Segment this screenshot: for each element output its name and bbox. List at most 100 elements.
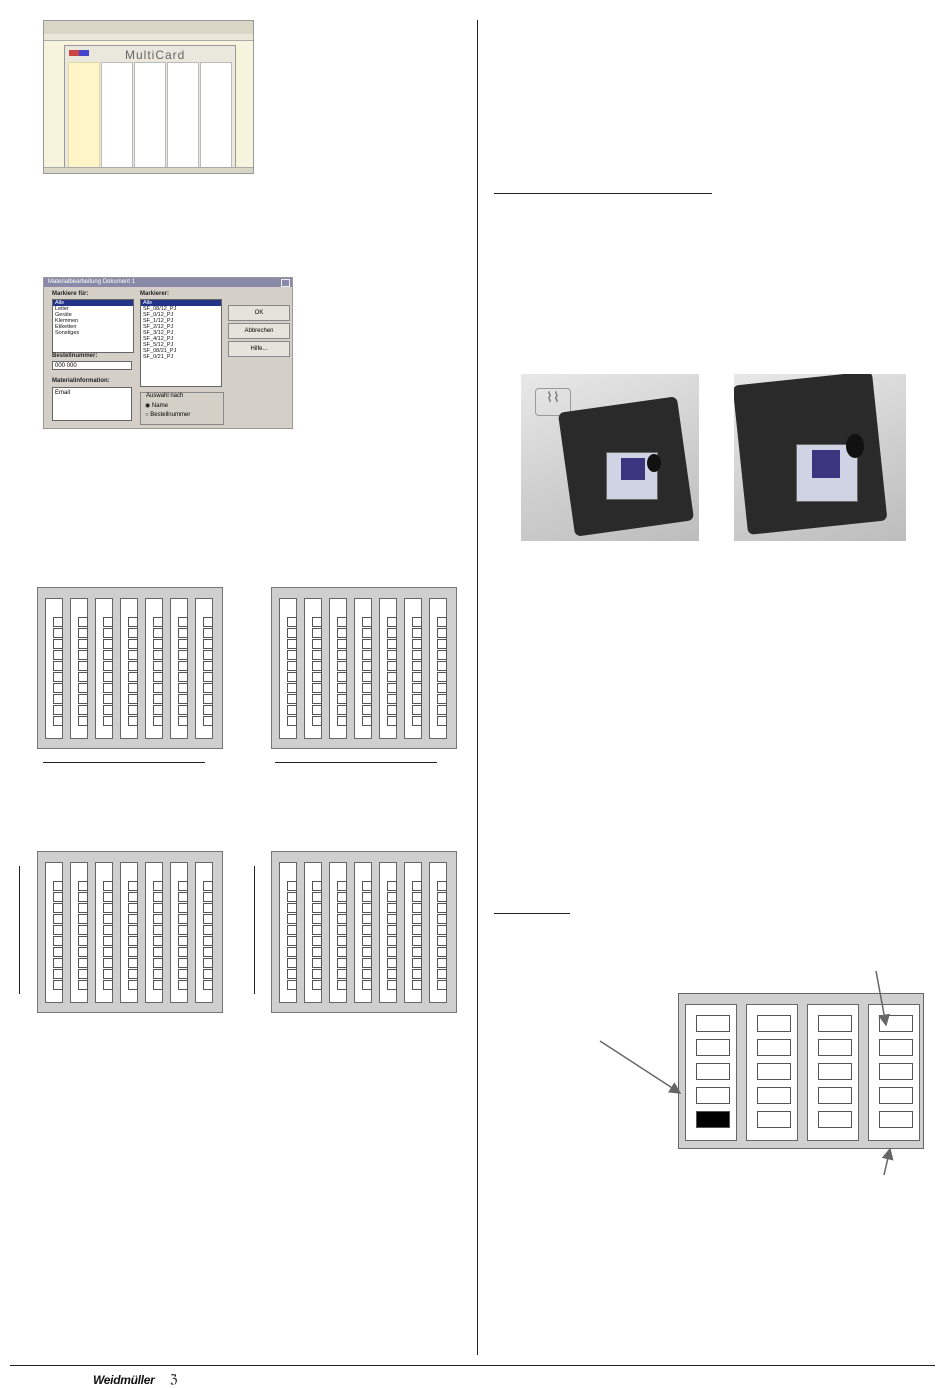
marker-cell xyxy=(387,881,397,891)
marker-cell xyxy=(757,1015,791,1032)
marker-cell xyxy=(818,1015,852,1032)
marker-cell xyxy=(53,969,63,979)
marker-cell xyxy=(437,969,447,979)
marker-cell xyxy=(387,892,397,902)
marker-cell xyxy=(287,881,297,891)
marker-cell xyxy=(337,881,347,891)
marker-cell xyxy=(153,683,163,693)
marker-cell xyxy=(128,628,138,638)
side-rule xyxy=(19,866,20,994)
marker-cell xyxy=(153,936,163,946)
marker-list-item[interactable]: SF_2/12_PJ xyxy=(143,324,174,330)
marker-cell xyxy=(103,892,113,902)
marker-cell xyxy=(128,639,138,649)
arrow-to-strip xyxy=(875,970,890,1027)
marker-strip xyxy=(868,1004,920,1141)
marker-strip xyxy=(329,862,347,1003)
card-column xyxy=(101,62,133,168)
footer-divider xyxy=(10,1365,935,1366)
marker-strip xyxy=(685,1004,737,1141)
marker-cell xyxy=(696,1063,730,1080)
marker-cell xyxy=(362,705,372,715)
marker-cell xyxy=(312,925,322,935)
marker-cell xyxy=(103,672,113,682)
category-list-item[interactable]: Etiketten xyxy=(55,324,77,330)
marker-cell xyxy=(78,705,88,715)
marker-list-item[interactable]: SF_5/12_PJ xyxy=(143,342,174,348)
markiere-label: Markiere für: xyxy=(52,291,89,297)
marker-list-item[interactable]: SF_0/21_PJ xyxy=(143,354,174,360)
category-list-item[interactable]: Geräte xyxy=(55,312,72,318)
marker-cell xyxy=(387,914,397,924)
category-list-item[interactable]: Leiter xyxy=(55,306,69,312)
marker-cell xyxy=(362,683,372,693)
marker-cell xyxy=(153,925,163,935)
marker-cell xyxy=(53,936,63,946)
marker-cell xyxy=(128,892,138,902)
marker-cell xyxy=(362,892,372,902)
marker-cell xyxy=(128,914,138,924)
column-divider xyxy=(477,20,478,1355)
marker-list-item[interactable]: SF_4/12_PJ xyxy=(143,336,174,342)
marker-cell xyxy=(178,639,188,649)
marker-card xyxy=(37,851,223,1013)
marker-cell xyxy=(412,639,422,649)
category-list-item[interactable]: Klemmen xyxy=(55,318,79,324)
marker-cell xyxy=(312,617,322,627)
close-icon[interactable] xyxy=(281,279,290,287)
marker-cell xyxy=(387,958,397,968)
marker-cell xyxy=(437,881,447,891)
marker-cell xyxy=(287,958,297,968)
marker-list-item[interactable]: SF_08/12_PJ xyxy=(143,306,177,312)
marker-list-item[interactable]: SF_08/21_PJ xyxy=(143,348,177,354)
marker-cell xyxy=(128,694,138,704)
heading-underline xyxy=(494,913,570,914)
marker-cell xyxy=(412,892,422,902)
marker-cell xyxy=(412,881,422,891)
multicard-screenshot: MultiCard xyxy=(43,20,254,174)
ok-button[interactable]: OK xyxy=(228,305,290,321)
marker-strip xyxy=(429,862,447,1003)
marker-list-item[interactable]: SF_0/12_PJ xyxy=(143,312,174,318)
marker-cell xyxy=(128,683,138,693)
marker-cell xyxy=(53,716,63,726)
marker-cell xyxy=(312,980,322,990)
category-list-item[interactable]: Sonstiges xyxy=(55,330,80,336)
marker-cell xyxy=(103,947,113,957)
marker-cell xyxy=(178,980,188,990)
marker-cell xyxy=(287,914,297,924)
marker-list-item[interactable]: SF_3/12_PJ xyxy=(143,330,174,336)
marker-cell xyxy=(412,617,422,627)
order-number-field[interactable]: 000 000 xyxy=(52,361,132,370)
help-button[interactable]: Hilfe... xyxy=(228,341,290,357)
marker-strip xyxy=(329,598,347,739)
marker-list-item[interactable]: Alle xyxy=(141,300,221,306)
marker-cell xyxy=(153,958,163,968)
marker-cell xyxy=(337,639,347,649)
marker-cell xyxy=(437,639,447,649)
category-list-item[interactable]: Alle xyxy=(53,300,133,306)
marker-cell xyxy=(287,650,297,660)
marker-cell xyxy=(437,925,447,935)
radio-order-number[interactable]: ○ Bestellnummer xyxy=(145,412,191,418)
marker-cell xyxy=(362,617,372,627)
radio-name[interactable]: ◉ Name xyxy=(145,403,168,409)
marker-cell xyxy=(287,716,297,726)
marker-cell xyxy=(387,694,397,704)
marker-cell xyxy=(178,672,188,682)
marker-cell xyxy=(78,694,88,704)
marker-strip xyxy=(354,598,372,739)
marker-cell xyxy=(387,628,397,638)
marker-list-item[interactable]: SF_1/12_PJ xyxy=(143,318,174,324)
marker-strip xyxy=(304,598,322,739)
marker-cell xyxy=(178,969,188,979)
marker-strip xyxy=(45,862,63,1003)
marker-cell xyxy=(287,925,297,935)
marker-cell xyxy=(78,628,88,638)
marker-cell xyxy=(387,969,397,979)
marker-cell xyxy=(78,639,88,649)
marker-cell xyxy=(153,980,163,990)
cancel-button[interactable]: Abbrechen xyxy=(228,323,290,339)
